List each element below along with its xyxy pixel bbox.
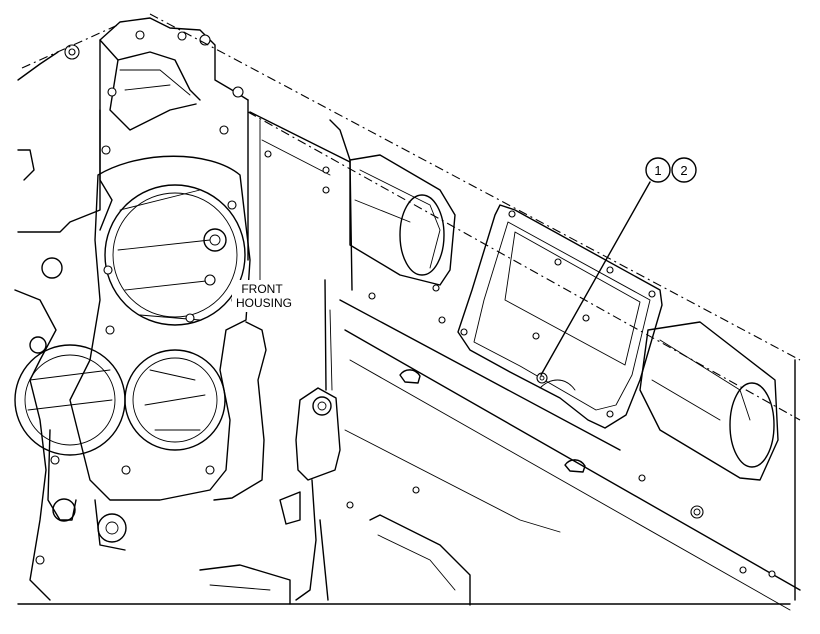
block-top-deck — [21, 13, 801, 611]
cover-plate-gasket — [457, 204, 663, 429]
callout-1: 1 — [645, 157, 671, 183]
front-housing-label-line2: HOUSING — [236, 296, 292, 310]
front-housing-bracket — [213, 279, 341, 601]
callout-1-number: 1 — [654, 163, 661, 178]
left-gear-housing — [14, 257, 127, 565]
side-openings — [349, 154, 779, 481]
callout-2-number: 2 — [680, 163, 687, 178]
front-cover-outline — [14, 17, 249, 601]
front-housing-label-line1: FRONT — [241, 282, 283, 296]
lower-block — [199, 150, 776, 606]
callout-leader-line — [540, 181, 651, 376]
callout-2: 2 — [671, 157, 697, 183]
